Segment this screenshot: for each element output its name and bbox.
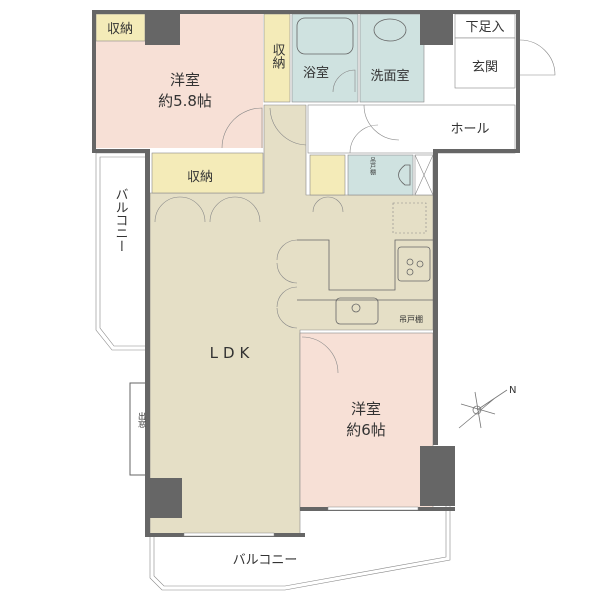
- entrance-label: 玄関: [472, 60, 498, 75]
- wash-basin-icon: [373, 18, 407, 42]
- toilet-icon: [398, 164, 411, 186]
- entrance-area: [454, 37, 516, 89]
- door-swing: [363, 104, 400, 141]
- sink-icon: [335, 297, 379, 325]
- compass-rose-icon: N: [458, 385, 516, 429]
- pantry-doors: [276, 239, 298, 329]
- closet-ldk: [151, 152, 264, 194]
- door-swing: [221, 107, 263, 149]
- compass-north-label: N: [509, 385, 516, 396]
- door-swing: [301, 336, 339, 374]
- closet-doors: [154, 196, 344, 223]
- toilet-area: [347, 154, 414, 196]
- door-swing: [349, 124, 379, 154]
- bedroom1-size: 約5.8帖: [158, 92, 212, 110]
- bedroom2-size: 約6帖: [346, 421, 386, 439]
- window: [327, 506, 419, 511]
- bay-window-label: 出窓: [138, 411, 147, 428]
- shoe-storage-label: 下足入: [465, 20, 504, 35]
- wall: [433, 149, 438, 445]
- door-swing: [332, 69, 356, 93]
- hall-area: [307, 104, 516, 154]
- wall: [516, 10, 520, 153]
- kitchen-cabinet-label: 吊戸棚: [399, 314, 423, 324]
- washroom-label: 洗面室: [370, 68, 409, 84]
- closet-ldk-label: 収納: [187, 170, 213, 185]
- bathtub-icon: [296, 17, 354, 55]
- bedroom1-name: 洋室: [170, 71, 200, 89]
- balcony-bottom-outline: [149, 505, 451, 591]
- closet-top-left-label: 収納: [107, 22, 133, 37]
- ldk-label: LDK: [210, 344, 255, 362]
- door-swing: [519, 39, 556, 76]
- stove-icon: [397, 246, 431, 282]
- bath-area: [291, 13, 359, 103]
- pillar: [145, 14, 180, 45]
- closet-small: [309, 154, 346, 196]
- balcony-bottom-label: バルコニー: [233, 553, 298, 568]
- hall-label: ホール: [450, 122, 489, 137]
- washroom-area: [359, 13, 425, 103]
- wall: [92, 10, 96, 153]
- pillar: [420, 446, 455, 506]
- closet-vertical: [263, 13, 291, 103]
- window: [183, 532, 275, 537]
- door-swing: [269, 107, 307, 146]
- fridge-space: [392, 202, 427, 234]
- pillar: [150, 478, 182, 518]
- pillar: [420, 14, 453, 45]
- bedroom2-name: 洋室: [351, 400, 381, 418]
- bath-label: 浴室: [303, 65, 329, 81]
- kitchen-counter: [297, 239, 433, 301]
- wall: [92, 10, 520, 14]
- balcony-left-label: バルコニー: [113, 188, 129, 253]
- closet-vertical-label: 収納: [270, 43, 286, 70]
- wall: [433, 149, 520, 153]
- wall: [145, 149, 150, 537]
- toilet-cabinet-label: 吊戸棚: [369, 157, 376, 176]
- wall: [92, 149, 150, 153]
